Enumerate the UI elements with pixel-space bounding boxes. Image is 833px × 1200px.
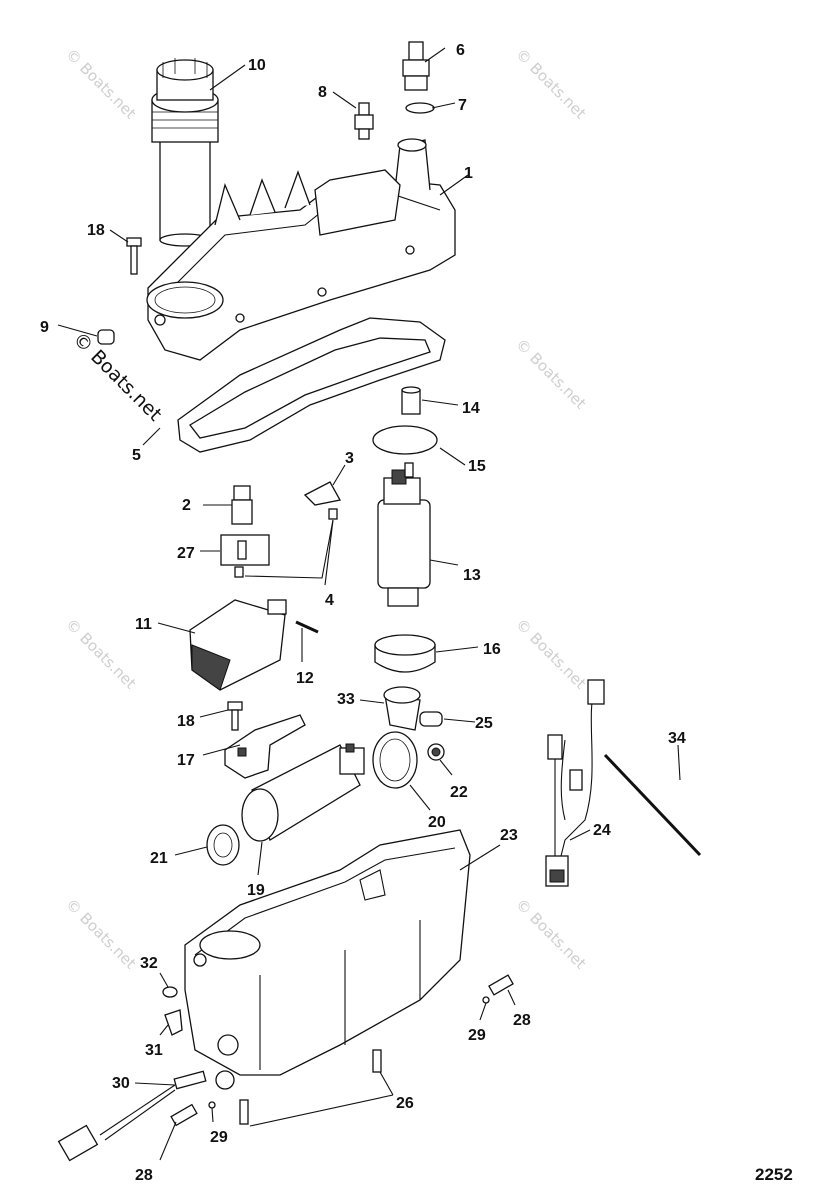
callout-25: 25: [475, 715, 493, 732]
callout-6: 6: [456, 42, 465, 59]
part-23-housing: [184, 829, 471, 1090]
part-8-fitting: [354, 102, 374, 140]
callout-16: 16: [483, 641, 501, 658]
watermark: © Boats.net: [512, 615, 590, 693]
callout-32: 32: [140, 955, 158, 972]
callout-9: 9: [40, 319, 49, 336]
callout-29: 29: [468, 1027, 486, 1044]
part-12-pin: [295, 620, 319, 634]
part-17-bracket: [224, 714, 306, 779]
callout-18: 18: [87, 222, 105, 239]
part-31-elbow: [164, 1009, 183, 1036]
part-19-pump: [241, 743, 365, 842]
part-18-screw: [126, 237, 142, 275]
callout-2: 2: [182, 497, 191, 514]
part-6-fitting: [402, 41, 430, 91]
callout-29: 29: [210, 1129, 228, 1146]
part-25-filter: [419, 711, 443, 727]
callout-5: 5: [132, 447, 141, 464]
part-11-sensor-block: [189, 599, 287, 691]
watermark: © Boats.net: [512, 335, 590, 413]
callout-14: 14: [462, 400, 480, 417]
callout-3: 3: [345, 450, 354, 467]
part-20-ring: [372, 731, 418, 789]
part-28-fitting: [170, 1103, 198, 1127]
part-7-washer: [405, 102, 435, 114]
watermark: © Boats.net: [62, 895, 140, 973]
part-5-gasket: [177, 317, 446, 453]
part-28-fitting: [488, 974, 514, 996]
callout-4: 4: [325, 592, 334, 609]
part-4-screws: [234, 508, 338, 579]
part-30-sensor: [57, 1070, 207, 1162]
part-18-screw: [227, 701, 243, 731]
callout-10: 10: [248, 57, 266, 74]
callout-11: 11: [135, 616, 152, 633]
part-21-ring: [206, 824, 240, 866]
part-33-bracket: [383, 686, 421, 731]
part-16-ring: [374, 634, 436, 673]
callout-23: 23: [500, 827, 518, 844]
part-9-grommet: [97, 329, 115, 345]
leader-lines: [57, 47, 681, 1161]
figure-number: 2252: [755, 1165, 793, 1184]
callout-21: 21: [150, 850, 168, 867]
part-drawings: [57, 41, 702, 1162]
callout-31: 31: [145, 1042, 163, 1059]
callout-1: 1: [464, 165, 473, 182]
callout-34: 34: [668, 730, 686, 747]
watermark: © Boats.net: [62, 615, 140, 693]
callout-7: 7: [458, 97, 467, 114]
part-22-fitting: [427, 743, 445, 761]
part-29-o-ring: [482, 996, 490, 1004]
part-10-filter-tube: [151, 58, 219, 247]
part-15-ring: [372, 425, 438, 455]
part-14-spacer: [401, 386, 421, 415]
callout-8: 8: [318, 84, 327, 101]
callout-33: 33: [337, 691, 355, 708]
callout-12: 12: [296, 670, 314, 687]
part-1-cover: [146, 138, 456, 361]
callout-28: 28: [513, 1012, 531, 1029]
callout-13: 13: [463, 567, 481, 584]
callout-27: 27: [177, 545, 195, 562]
callout-26: 26: [396, 1095, 414, 1112]
callout-19: 19: [247, 882, 265, 899]
part-34-cable-tie: [603, 753, 702, 857]
watermark: © Boats.net: [62, 45, 140, 123]
part-24-harness: [545, 679, 605, 887]
watermark: © Boats.net: [512, 45, 590, 123]
copyright-mark: © Boats.net: [68, 328, 166, 426]
callout-17: 17: [177, 752, 195, 769]
watermark: © Boats.net: [512, 895, 590, 973]
callout-30: 30: [112, 1075, 130, 1092]
part-2-valve: [231, 485, 253, 525]
callout-20: 20: [428, 814, 446, 831]
callout-15: 15: [468, 458, 486, 475]
part-26-fitting: [239, 1049, 382, 1125]
part-29-o-ring: [208, 1101, 216, 1109]
part-3-bracket: [303, 481, 342, 506]
part-27-kit-box: [220, 534, 270, 566]
part-32-clip: [162, 986, 178, 998]
callout-22: 22: [450, 784, 468, 801]
callout-18: 18: [177, 713, 195, 730]
part-13-fuel-pump: [377, 462, 431, 607]
callout-24: 24: [593, 822, 611, 839]
callout-numbers: 1 2 3 4 5 6 7 8 9 10 11 12 13 14 15 16 1…: [40, 42, 686, 1184]
callout-28: 28: [135, 1167, 153, 1184]
